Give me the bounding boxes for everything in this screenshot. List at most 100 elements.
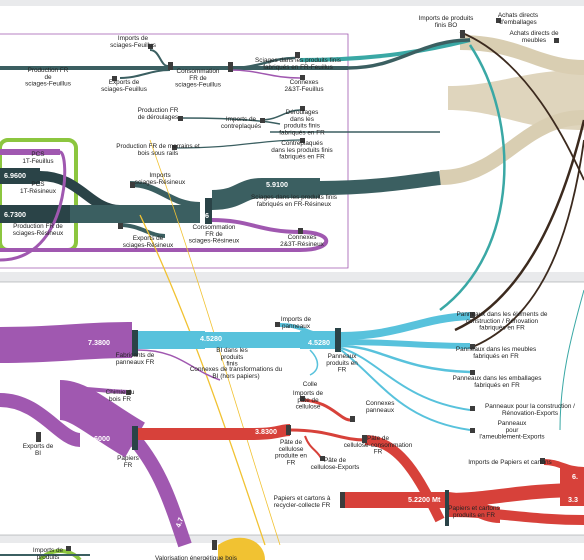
node-connexes-feuillus xyxy=(300,75,305,80)
node-imports-pate xyxy=(300,396,305,401)
flow-red-out-1 xyxy=(448,483,584,507)
node-panneaux-fr xyxy=(335,328,341,352)
bar-pcs-feuillus xyxy=(0,168,40,184)
flow-sciages-feuillus-out xyxy=(347,38,471,70)
flow-imports-feuillus xyxy=(149,49,169,67)
flow-green-bottom xyxy=(38,549,82,560)
node-sciages-fr-feuillus xyxy=(228,62,233,72)
node-connexes-panneaux xyxy=(350,416,355,422)
flow-yellow-2 xyxy=(149,139,281,546)
label-imports-papiers-cartons: Imports de Papiers et cartons xyxy=(468,459,551,466)
value-bi-produits: 4.5280 xyxy=(200,334,222,343)
flow-purple-down xyxy=(129,435,192,548)
flow-teal-right xyxy=(559,289,584,431)
flow-red-cellulose xyxy=(289,428,366,442)
node-panneaux-construction xyxy=(470,312,475,318)
flow-purple-exports xyxy=(0,393,82,447)
value-pcs-feuillus: 6.9600 xyxy=(4,171,26,180)
flow-sciages-finis-resineux xyxy=(211,178,320,210)
value-consommation-marker: 6 xyxy=(205,211,209,220)
value-fabricants-panneaux: 7.3800 xyxy=(88,338,110,347)
node-imports-panneaux xyxy=(275,322,280,327)
flow-purple-connexes xyxy=(137,349,221,381)
flow-brown-upper xyxy=(459,31,584,181)
bottom-band xyxy=(0,535,584,543)
value-right-edge-2: 3.3 xyxy=(568,495,578,504)
flow-connexes-feuillus xyxy=(229,69,301,79)
node-sciages-finis-feuillus xyxy=(295,52,300,58)
flow-red-imports-pate xyxy=(299,398,351,422)
value-papiers-cartons: 5.2200 Mt xyxy=(408,495,441,504)
node-fabricants-panneaux xyxy=(132,330,138,356)
node-panneaux-exports-construction xyxy=(470,406,475,411)
node-contreplaques-finis xyxy=(300,138,305,143)
node-imports-papiers xyxy=(540,458,545,464)
node-achats-emballages xyxy=(496,18,501,23)
value-papiers: 8.6000 xyxy=(88,434,110,443)
node-panneaux-emballages xyxy=(470,370,475,375)
node-deroulages-finis xyxy=(300,106,305,111)
flow-deroulages xyxy=(179,117,281,125)
value-pate-cellulose: 3.8300 xyxy=(255,427,277,436)
flow-red-pate-exports xyxy=(304,435,323,461)
value-panneaux-produits: 4.5280 xyxy=(308,338,330,347)
label-colle: Colle xyxy=(303,381,318,388)
flow-yellow-1 xyxy=(139,214,266,546)
feuillus-frame xyxy=(0,33,349,269)
node-pate-exports xyxy=(320,456,325,461)
flow-sciages-finis-resineux-out xyxy=(319,171,441,195)
bar-pcs-resineux xyxy=(0,205,70,223)
flow-purple-chimie xyxy=(59,386,131,394)
node-chimie xyxy=(126,390,131,395)
node-imports-contreplaques xyxy=(260,118,265,123)
value-bottom-value: 4.7 xyxy=(173,516,185,528)
flow-merrains xyxy=(174,139,301,149)
node-papiers-cartons xyxy=(445,490,449,526)
node-valorisation xyxy=(212,540,217,550)
top-band xyxy=(0,0,584,6)
node-exports-resineux xyxy=(118,223,123,229)
bar-red-right-2 xyxy=(560,492,584,506)
node-imports-feuillus xyxy=(148,44,153,49)
flow-blue-emballages xyxy=(340,344,471,374)
node-connexes-resineux xyxy=(298,228,303,234)
flow-brown-to-meubles xyxy=(469,139,584,349)
node-imports-bo xyxy=(460,30,465,38)
node-imports-bottom xyxy=(66,546,71,551)
flow-exports-feuillus xyxy=(119,69,171,79)
flow-yellow-bottom xyxy=(218,537,265,560)
flow-blue-meubles xyxy=(340,339,471,349)
node-papiers xyxy=(132,426,138,450)
